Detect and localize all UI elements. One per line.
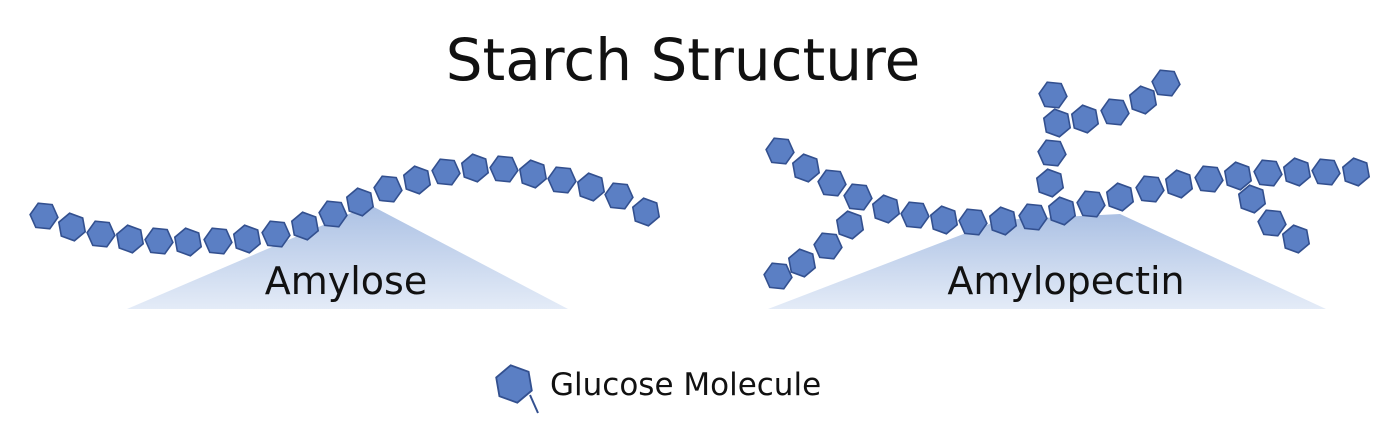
glucose-molecule-icon — [345, 187, 375, 217]
glucose-molecule-icon — [173, 227, 203, 257]
glucose-molecule-icon — [817, 169, 847, 197]
glucose-molecule-icon — [547, 166, 577, 194]
glucose-molecule-icon — [1223, 161, 1253, 191]
glucose-molecule-icon — [402, 165, 432, 195]
glucose-molecule-icon — [1018, 203, 1048, 231]
glucose-molecule-icon — [576, 172, 606, 202]
glucose-molecule-icon — [518, 159, 548, 189]
glucose-molecule-icon — [763, 262, 793, 290]
amylopectin-chain — [763, 69, 1371, 290]
glucose-molecule-icon — [1135, 175, 1165, 203]
glucose-molecule-icon — [489, 155, 519, 183]
amylopectin-label: Amylopectin — [947, 259, 1184, 303]
glucose-molecule-icon — [1128, 85, 1158, 115]
glucose-molecule-icon — [835, 210, 865, 240]
glucose-molecule-icon — [495, 364, 539, 414]
glucose-molecule-icon — [1035, 168, 1065, 198]
legend-label: Glucose Molecule — [550, 367, 821, 403]
amylopectin-structure: Amylopectin — [763, 69, 1371, 309]
glucose-molecule-icon — [1237, 184, 1267, 214]
glucose-molecule-icon — [1076, 190, 1106, 218]
amylose-mound — [127, 205, 568, 309]
glucose-molecule-icon — [232, 224, 262, 254]
glucose-molecule-icon — [86, 220, 116, 248]
glucose-molecule-icon — [1047, 196, 1077, 226]
glucose-molecule-icon — [900, 201, 930, 229]
glucose-molecule-icon — [843, 183, 873, 211]
glucose-molecule-icon — [813, 232, 843, 260]
legend: Glucose Molecule — [495, 364, 821, 414]
glucose-molecule-icon — [1042, 108, 1072, 138]
glucose-molecule-icon — [765, 137, 795, 165]
glucose-molecule-icon — [787, 248, 817, 278]
glucose-molecule-icon — [1070, 104, 1100, 134]
glucose-molecule-icon — [1282, 157, 1312, 187]
glucose-molecule-icon — [1257, 209, 1287, 237]
glucose-molecule-icon — [115, 224, 145, 254]
glucose-molecule-icon — [261, 220, 291, 248]
glucose-molecule-icon — [1100, 98, 1130, 126]
glucose-molecule-icon — [460, 153, 490, 183]
glucose-molecule-icon — [929, 205, 959, 235]
amylose-structure: Amylose — [29, 153, 661, 309]
glucose-molecule-icon — [203, 227, 233, 255]
glucose-molecule-icon — [988, 206, 1018, 236]
glucose-molecule-icon — [631, 197, 661, 227]
glucose-molecule-icon — [1341, 157, 1371, 187]
glucose-molecule-icon — [431, 158, 461, 186]
glucose-molecule-icon — [144, 227, 174, 255]
glucose-molecule-icon — [1037, 139, 1067, 167]
glucose-molecule-icon — [373, 175, 403, 203]
amylopectin-mound — [768, 214, 1326, 309]
glucose-molecule-icon — [791, 153, 821, 183]
glucose-molecule-icon — [1038, 81, 1068, 109]
amylose-chain — [29, 153, 661, 257]
glucose-molecule-icon — [290, 211, 320, 241]
glucose-molecule-icon — [1105, 182, 1135, 212]
glucose-molecule-icon — [318, 200, 348, 228]
glucose-molecule-icon — [1311, 158, 1341, 186]
glucose-molecule-icon — [29, 202, 59, 230]
glucose-molecule-icon — [871, 194, 901, 224]
diagram-title: Starch Structure — [446, 26, 921, 94]
glucose-molecule-icon — [1253, 159, 1283, 187]
glucose-molecule-icon — [1151, 69, 1181, 97]
glucose-molecule-icon — [1281, 224, 1311, 254]
amylose-label: Amylose — [265, 259, 427, 303]
glucose-molecule-icon — [958, 208, 988, 236]
glucose-molecule-icon — [1164, 169, 1194, 199]
glucose-molecule-icon — [57, 212, 87, 242]
glucose-molecule-icon — [1194, 165, 1224, 193]
glucose-molecule-icon — [604, 182, 634, 210]
